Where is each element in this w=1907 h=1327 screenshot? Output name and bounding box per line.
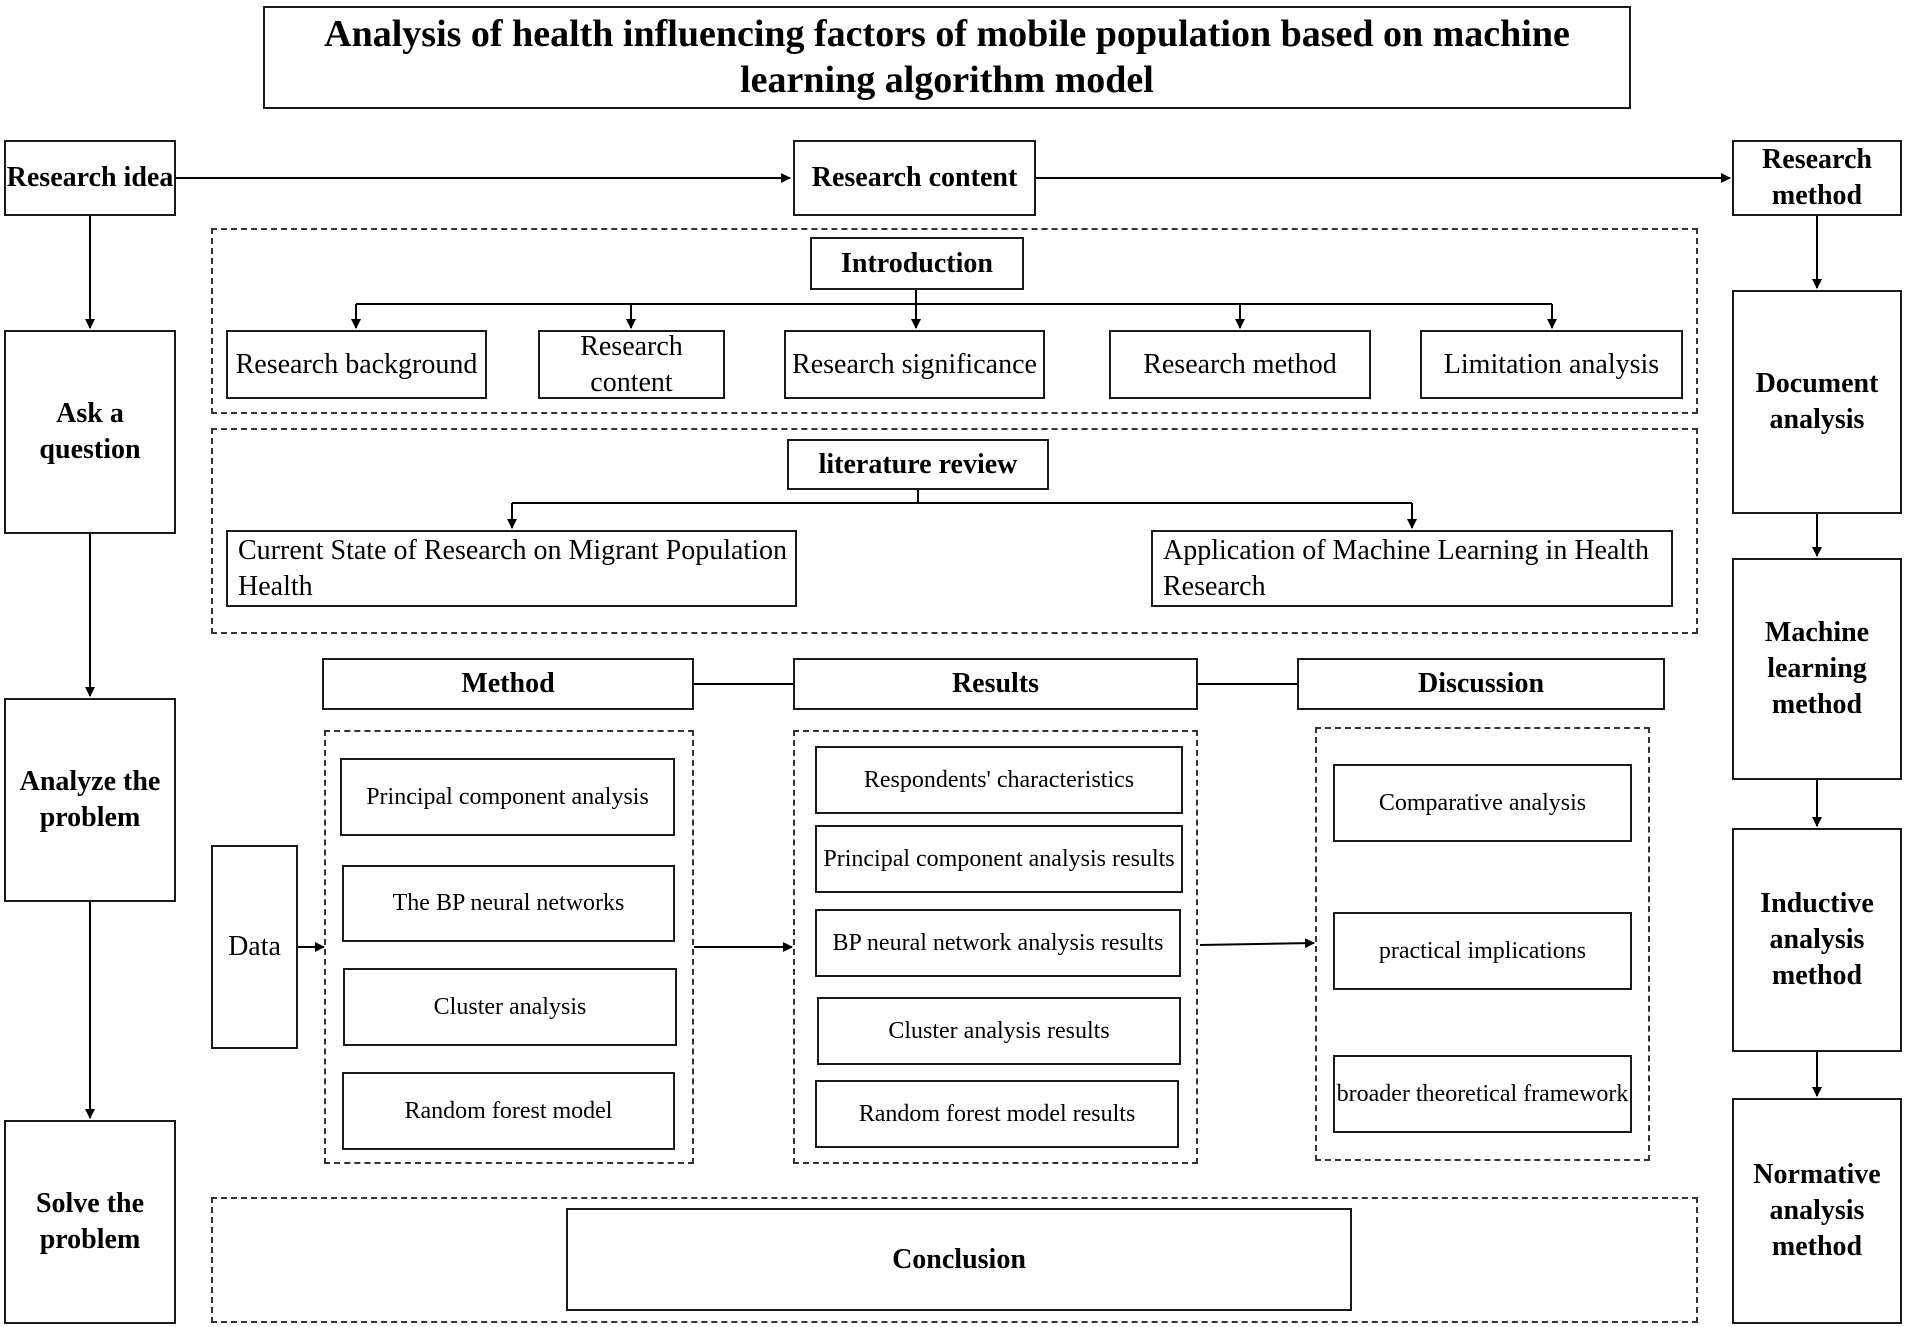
research-method-box: Research method xyxy=(1732,140,1902,216)
analyze-problem-box: Analyze the problem xyxy=(4,698,176,902)
intro-item-label: Research significance xyxy=(792,348,1037,380)
results-item-cluster-results: Cluster analysis results xyxy=(817,997,1181,1065)
research-idea-label: Research idea xyxy=(6,162,174,194)
diagram-title-text: Analysis of health influencing factors o… xyxy=(324,12,1570,101)
inductive-analysis-box: Inductive analysis method xyxy=(1732,828,1902,1052)
document-analysis-label: Document analysis xyxy=(1755,368,1879,435)
normative-analysis-box: Normative analysis method xyxy=(1732,1098,1902,1324)
introduction-label: Introduction xyxy=(841,247,993,279)
method-item-cluster-analysis: Cluster analysis xyxy=(343,968,677,1046)
discussion-item-label: practical implications xyxy=(1378,937,1587,964)
intro-item-research-content: Research content xyxy=(538,330,725,399)
document-analysis-box: Document analysis xyxy=(1732,290,1902,514)
results-item-label: Principal component analysis results xyxy=(823,845,1175,872)
results-item-pca-results: Principal component analysis results xyxy=(815,825,1183,893)
results-item-bp-results: BP neural network analysis results xyxy=(815,909,1181,977)
intro-item-research-method: Research method xyxy=(1109,330,1371,399)
method-item-label: Cluster analysis xyxy=(433,993,587,1020)
intro-item-research-background: Research background xyxy=(226,330,487,399)
intro-item-research-significance: Research significance xyxy=(784,330,1045,399)
intro-item-label: Research background xyxy=(235,348,478,380)
intro-item-label: Research method xyxy=(1143,348,1337,380)
machine-learning-method-box: Machine learning method xyxy=(1732,558,1902,780)
discussion-item-comparative: Comparative analysis xyxy=(1333,764,1632,842)
method-header-label: Method xyxy=(461,668,555,700)
intro-item-label: Limitation analysis xyxy=(1443,348,1660,380)
discussion-item-theoretical: broader theoretical framework xyxy=(1333,1055,1632,1133)
discussion-item-label: Comparative analysis xyxy=(1378,789,1587,816)
lit-item-label: Current State of Research on Migrant Pop… xyxy=(238,534,787,602)
method-item-label: The BP neural networks xyxy=(392,890,625,917)
arrow-results-to-discussion xyxy=(1199,938,1315,949)
literature-review-label: literature review xyxy=(818,448,1018,480)
introduction-section xyxy=(211,228,1698,414)
results-header-label: Results xyxy=(951,668,1040,700)
results-group xyxy=(793,730,1198,1164)
discussion-item-practical: practical implications xyxy=(1333,912,1632,990)
solve-problem-label: Solve the problem xyxy=(35,1188,145,1255)
discussion-header-label: Discussion xyxy=(1417,668,1545,700)
discussion-group xyxy=(1315,727,1650,1161)
literature-review-section xyxy=(211,428,1698,634)
analyze-problem-label: Analyze the problem xyxy=(19,766,161,833)
introduction-box: Introduction xyxy=(810,237,1024,290)
results-item-respondents: Respondents' characteristics xyxy=(815,746,1183,814)
results-item-label: Respondents' characteristics xyxy=(863,766,1135,793)
diagram-title: Analysis of health influencing factors o… xyxy=(263,6,1631,109)
results-item-label: Random forest model results xyxy=(858,1100,1136,1127)
conclusion-section xyxy=(211,1197,1698,1323)
ask-question-box: Ask a question xyxy=(4,330,176,534)
method-group xyxy=(324,730,694,1164)
discussion-item-label: broader theoretical framework xyxy=(1336,1080,1629,1107)
method-item-pca: Principal component analysis xyxy=(340,758,675,836)
method-item-label: Random forest model xyxy=(404,1097,613,1124)
intro-item-label: Research content xyxy=(580,330,683,398)
method-header: Method xyxy=(322,658,694,710)
research-content-label: Research content xyxy=(811,162,1018,194)
lit-item-label: Application of Machine Learning in Healt… xyxy=(1163,534,1649,602)
ask-question-label: Ask a question xyxy=(39,398,141,465)
lit-item-ml-health-research: Application of Machine Learning in Healt… xyxy=(1151,530,1673,607)
discussion-header: Discussion xyxy=(1297,658,1665,710)
method-item-random-forest: Random forest model xyxy=(342,1072,675,1150)
normative-analysis-label: Normative analysis method xyxy=(1753,1159,1881,1262)
results-item-label: BP neural network analysis results xyxy=(832,929,1164,956)
research-method-label: Research method xyxy=(1762,144,1872,211)
inductive-analysis-label: Inductive analysis method xyxy=(1760,888,1874,991)
research-idea-box: Research idea xyxy=(4,140,176,216)
conclusion-box: Conclusion xyxy=(566,1208,1352,1311)
results-item-random-forest-results: Random forest model results xyxy=(815,1080,1179,1148)
machine-learning-method-label: Machine learning method xyxy=(1764,617,1870,720)
literature-review-box: literature review xyxy=(787,439,1049,490)
data-box: Data xyxy=(211,845,298,1049)
intro-item-limitation-analysis: Limitation analysis xyxy=(1420,330,1683,399)
results-header: Results xyxy=(793,658,1198,710)
lit-item-migrant-health: Current State of Research on Migrant Pop… xyxy=(226,530,797,607)
conclusion-label: Conclusion xyxy=(892,1243,1026,1275)
method-item-bp-neural-networks: The BP neural networks xyxy=(342,865,675,942)
data-label: Data xyxy=(228,931,281,963)
results-item-label: Cluster analysis results xyxy=(888,1017,1110,1044)
research-content-box: Research content xyxy=(793,140,1036,216)
solve-problem-box: Solve the problem xyxy=(4,1120,176,1324)
method-item-label: Principal component analysis xyxy=(366,783,649,810)
